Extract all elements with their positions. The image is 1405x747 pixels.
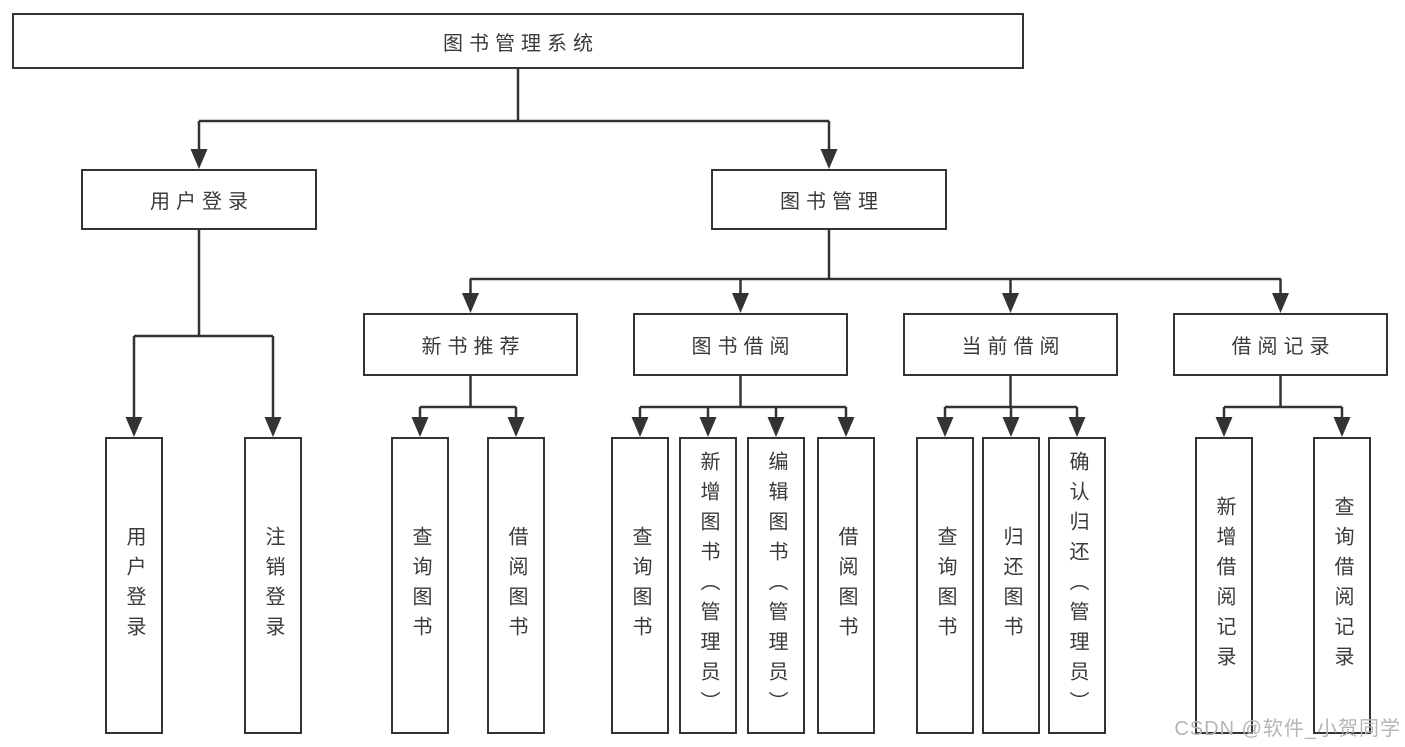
node-label: 确认归还（管理员） <box>1066 450 1088 721</box>
leaf-borrow-books: 借阅图书 <box>817 437 875 734</box>
node-label: 查询图书 <box>409 525 431 646</box>
leaf-edit-books-admin: 编辑图书（管理员） <box>747 437 805 734</box>
csdn-watermark: CSDN @软件_小贺同学 <box>1174 718 1401 740</box>
leaf-borrow-books: 借阅图书 <box>487 437 545 734</box>
node-label: 当前借阅 <box>961 336 1066 358</box>
node-label: 新增借阅记录 <box>1213 495 1235 676</box>
node-current-borrowing: 当前借阅 <box>903 313 1118 376</box>
node-label: 编辑图书（管理员） <box>765 450 787 721</box>
leaf-query-borrow-record: 查询借阅记录 <box>1313 437 1371 734</box>
node-label: 新书推荐 <box>421 336 526 358</box>
node-library-management-system: 图书管理系统 <box>12 13 1024 69</box>
leaf-query-books: 查询图书 <box>391 437 449 734</box>
node-label: 注销登录 <box>262 525 284 646</box>
leaf-user-login: 用户登录 <box>105 437 163 734</box>
node-label: 图书管理系统 <box>443 32 599 55</box>
node-label: 归还图书 <box>1000 525 1022 646</box>
node-new-book-recommendation: 新书推荐 <box>363 313 578 376</box>
node-label: 新增图书（管理员） <box>697 450 719 721</box>
node-borrowing-records: 借阅记录 <box>1173 313 1388 376</box>
node-label: 借阅记录 <box>1231 336 1336 358</box>
node-label: 借阅图书 <box>835 525 857 646</box>
leaf-logout: 注销登录 <box>244 437 302 734</box>
node-label: 查询图书 <box>934 525 956 646</box>
leaf-query-books: 查询图书 <box>611 437 669 734</box>
leaf-query-books: 查询图书 <box>916 437 974 734</box>
node-label: 查询借阅记录 <box>1331 495 1353 676</box>
node-book-borrowing: 图书借阅 <box>633 313 848 376</box>
node-label: 图书借阅 <box>691 336 796 358</box>
node-label: 查询图书 <box>629 525 651 646</box>
leaf-confirm-return-admin: 确认归还（管理员） <box>1048 437 1106 734</box>
node-label: 图书管理 <box>780 191 884 213</box>
node-book-management: 图书管理 <box>711 169 947 230</box>
node-label: 借阅图书 <box>505 525 527 646</box>
leaf-add-books-admin: 新增图书（管理员） <box>679 437 737 734</box>
node-user-login: 用户登录 <box>81 169 317 230</box>
leaf-return-books: 归还图书 <box>982 437 1040 734</box>
node-label: 用户登录 <box>150 191 254 213</box>
leaf-add-borrow-record: 新增借阅记录 <box>1195 437 1253 734</box>
node-label: 用户登录 <box>123 525 145 646</box>
